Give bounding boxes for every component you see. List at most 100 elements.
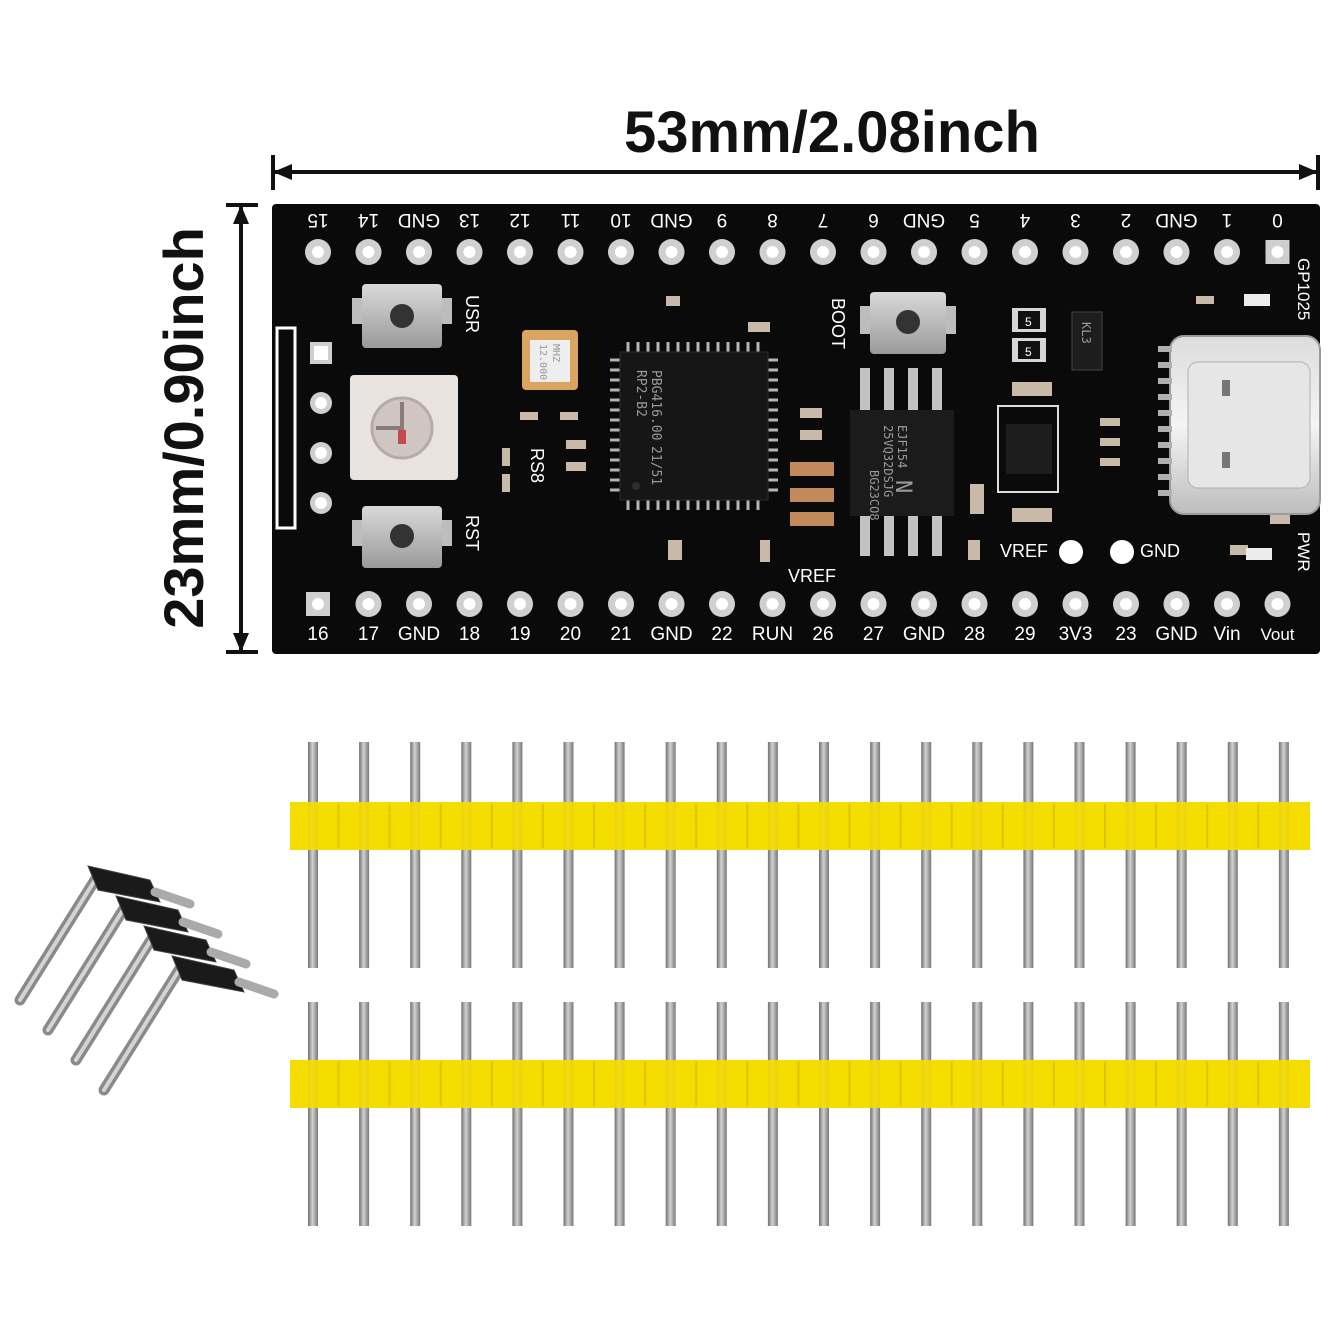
header-pin: [1278, 742, 1289, 968]
rgb-led: [350, 375, 458, 480]
pin-hole: [1069, 246, 1082, 258]
width-dimension: 53mm/2.08inch: [271, 100, 1320, 190]
top-pin-label: 11: [561, 209, 581, 230]
power-led: [1246, 548, 1272, 560]
top-pin-label: GND: [398, 209, 440, 230]
pin-hole: [615, 246, 627, 258]
pin-hole: [1170, 246, 1183, 258]
flash-chip: BG23CO8 25VQ32DSJG EJF154 N: [850, 368, 954, 556]
svg-text:21/51: 21/51: [648, 446, 663, 485]
pin-hole: [413, 246, 425, 258]
top-pin-label: 4: [1019, 209, 1030, 230]
pin-hole: [362, 246, 375, 258]
svg-text:5: 5: [1025, 315, 1032, 329]
header-pin: [1227, 742, 1238, 968]
pin-hole: [817, 246, 829, 258]
top-pin-label: 1: [1222, 209, 1233, 230]
pin-hole: [867, 246, 880, 258]
pwr-label: PWR: [1294, 532, 1313, 572]
rp2040-chip: RP2-B2 PBG416.00 21/51: [610, 342, 778, 510]
header-pin: [1125, 742, 1136, 968]
usr-button: [352, 284, 452, 348]
pin-hole: [716, 246, 728, 258]
header-pin: [410, 742, 421, 968]
top-pin-label: 7: [818, 209, 829, 230]
right-angle-header: [14, 865, 279, 1096]
crystal: 12.000 MHZ: [522, 330, 578, 390]
angled-plastic: [87, 865, 161, 903]
bottom-pin-label: GND: [650, 624, 692, 645]
bottom-pin-label: Vin: [1213, 624, 1240, 645]
bottom-pin-label: 28: [964, 624, 985, 645]
pin-hole: [1170, 598, 1183, 610]
header-pin: [819, 742, 829, 968]
side-pads: [310, 342, 332, 514]
svg-text:EJF154: EJF154: [895, 425, 909, 468]
pin-hole: [615, 598, 627, 610]
bottom-pin-label: 18: [459, 624, 480, 645]
svg-text:5: 5: [1025, 345, 1032, 359]
gnd-pad: [1110, 540, 1134, 564]
bottom-pin-label: GND: [903, 624, 945, 645]
header-pin: [614, 1002, 625, 1226]
header-pin: [665, 742, 676, 968]
pin-hole: [1221, 598, 1233, 610]
header-pin: [461, 742, 472, 968]
svg-text:12.000: 12.000: [537, 344, 548, 380]
pin-hole: [1019, 246, 1031, 258]
header-pin: [308, 1002, 318, 1226]
smd-components: [502, 296, 1290, 562]
bottom-pin-label: 19: [509, 624, 530, 645]
pin-hole: [514, 246, 526, 258]
pin-hole: [312, 598, 324, 610]
gnd-pad-label: GND: [1140, 541, 1180, 561]
pin-hole: [665, 598, 678, 610]
rs8-label: RS8: [527, 448, 547, 483]
header-pin: [1278, 1002, 1289, 1226]
bottom-pin-label: 23: [1115, 624, 1136, 645]
pin-hole: [1120, 246, 1132, 258]
width-label: 53mm/2.08inch: [624, 100, 1040, 165]
header-pin: [767, 1002, 778, 1226]
pin-hole: [413, 598, 425, 610]
pin-hole: [514, 598, 526, 610]
top-pin-label: 0: [1272, 209, 1283, 230]
header-pin: [563, 1002, 574, 1226]
angled-pin-stub: [234, 977, 279, 999]
top-pin-label: 3: [1070, 209, 1081, 230]
header-pin: [870, 742, 881, 968]
header-pin: [410, 1002, 421, 1226]
header-pin: [1023, 742, 1034, 968]
bottom-pin-label: 16: [307, 624, 328, 645]
pin-hole: [1069, 598, 1082, 610]
usb-c-connector: [1158, 335, 1321, 515]
top-pin-label: 12: [509, 209, 530, 230]
pin-hole: [665, 246, 678, 258]
angled-plastic: [171, 955, 245, 993]
height-dimension: 23mm/0.90inch: [152, 203, 258, 654]
svg-text:KL3: KL3: [1079, 322, 1093, 344]
pin-hole: [918, 246, 930, 258]
svg-text:PBG416.00: PBG416.00: [648, 370, 663, 440]
pin-hole: [867, 598, 880, 610]
angled-pin-stub: [178, 917, 223, 939]
pin-hole: [817, 598, 829, 610]
bottom-pin-label: RUN: [752, 624, 793, 645]
vref-chip-label: VREF: [788, 566, 836, 586]
pin-hole: [312, 246, 324, 258]
top-pin-label: GND: [903, 209, 945, 230]
bottom-pin-label: GND: [398, 624, 440, 645]
header-pin: [563, 742, 574, 968]
bottom-pin-label: 17: [358, 624, 379, 645]
svg-text:BG23CO8: BG23CO8: [867, 470, 881, 521]
bottom-pin-label: 3V3: [1059, 624, 1093, 645]
pin-hole: [766, 246, 779, 258]
header-pin: [1227, 1002, 1238, 1226]
header-pin: [359, 1002, 370, 1226]
pin-hole: [1271, 246, 1284, 258]
bottom-pin-label: Vout: [1260, 625, 1294, 644]
top-pin-label: 2: [1121, 209, 1132, 230]
header-pin: [870, 1002, 881, 1226]
